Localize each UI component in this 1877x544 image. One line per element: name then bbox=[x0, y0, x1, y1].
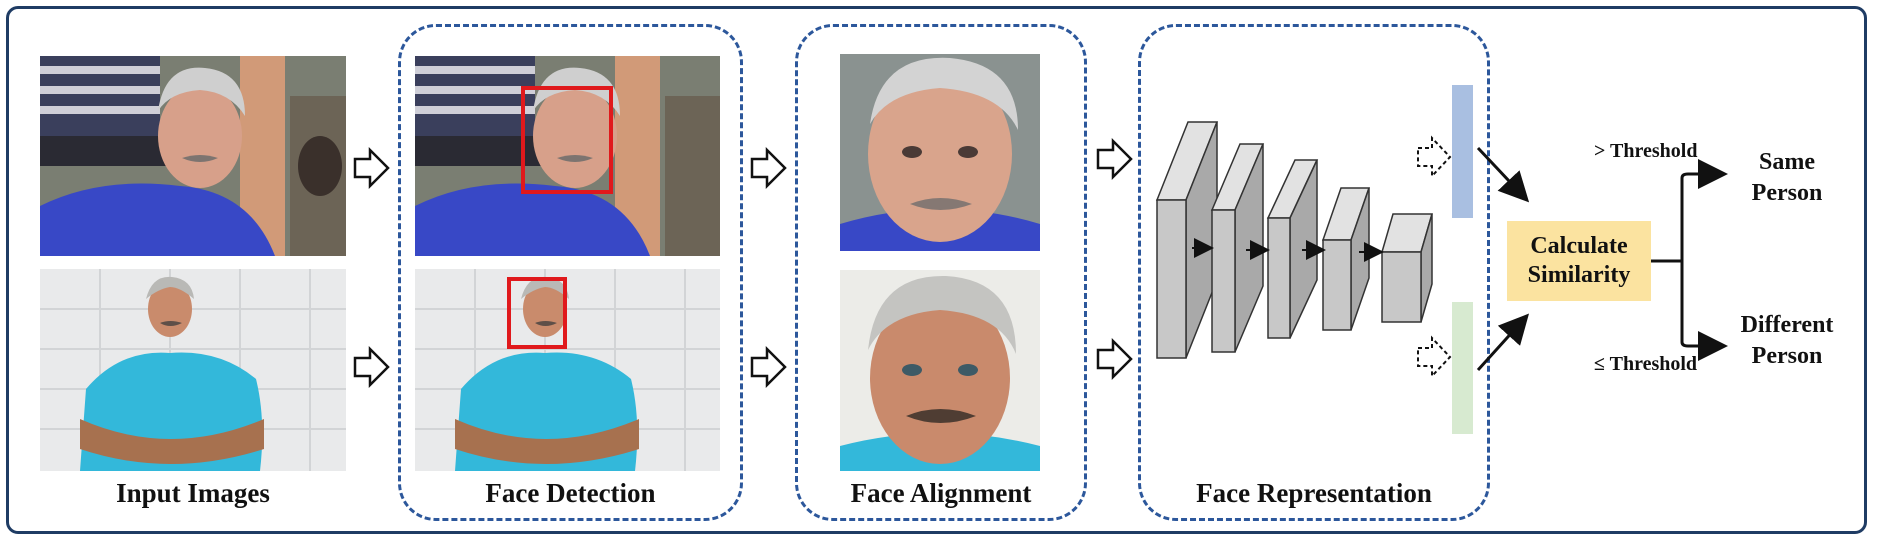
dashed-arrow-icon bbox=[1417, 135, 1452, 179]
flow-arrow-icon bbox=[1096, 337, 1133, 381]
cnn-block-5 bbox=[1381, 213, 1433, 323]
different-line-1: Different bbox=[1740, 312, 1834, 338]
flow-arrow-icon bbox=[1096, 137, 1133, 181]
face-representation-group bbox=[1138, 24, 1490, 521]
same-person-label: Same Person bbox=[1722, 147, 1852, 209]
face-representation-label: Face Representation bbox=[1196, 478, 1432, 508]
flow-arrow-icon bbox=[750, 345, 787, 389]
input-image-1 bbox=[40, 56, 346, 256]
input-image-2 bbox=[40, 269, 346, 471]
detection-image-2 bbox=[415, 269, 720, 471]
cnn-block-2 bbox=[1210, 143, 1265, 353]
face-detection-label: Face Detection bbox=[485, 478, 656, 508]
aligned-face-2 bbox=[840, 270, 1040, 471]
input-images-label: Input Images bbox=[116, 478, 270, 508]
same-line-1: Same bbox=[1759, 149, 1815, 175]
flow-arrow-icon bbox=[353, 146, 390, 190]
different-line-2: Person bbox=[1751, 343, 1823, 369]
similarity-line-2: Similarity bbox=[1527, 262, 1631, 288]
different-person-label: Different Person bbox=[1722, 310, 1852, 372]
above-threshold-label: > Threshold bbox=[1594, 140, 1698, 162]
cnn-block-4 bbox=[1321, 187, 1371, 331]
face-alignment-label: Face Alignment bbox=[850, 478, 1032, 508]
aligned-face-1 bbox=[840, 54, 1040, 251]
similarity-line-1: Calculate bbox=[1530, 233, 1628, 259]
face-detection-group bbox=[398, 24, 743, 521]
dashed-arrow-icon bbox=[1417, 335, 1452, 379]
flow-arrow-icon bbox=[750, 146, 787, 190]
detection-box-2 bbox=[507, 277, 567, 349]
face-alignment-group bbox=[795, 24, 1087, 521]
feature-vector-1 bbox=[1452, 85, 1473, 218]
feature-vector-2 bbox=[1452, 302, 1473, 434]
below-threshold-label: ≤ Threshold bbox=[1594, 353, 1698, 375]
same-line-2: Person bbox=[1751, 180, 1823, 206]
flow-arrow-icon bbox=[353, 345, 390, 389]
cnn-block-1 bbox=[1155, 121, 1219, 359]
calculate-similarity-box: Calculate Similarity bbox=[1507, 221, 1651, 301]
detection-box-1 bbox=[521, 86, 613, 194]
detection-image-1 bbox=[415, 56, 720, 256]
